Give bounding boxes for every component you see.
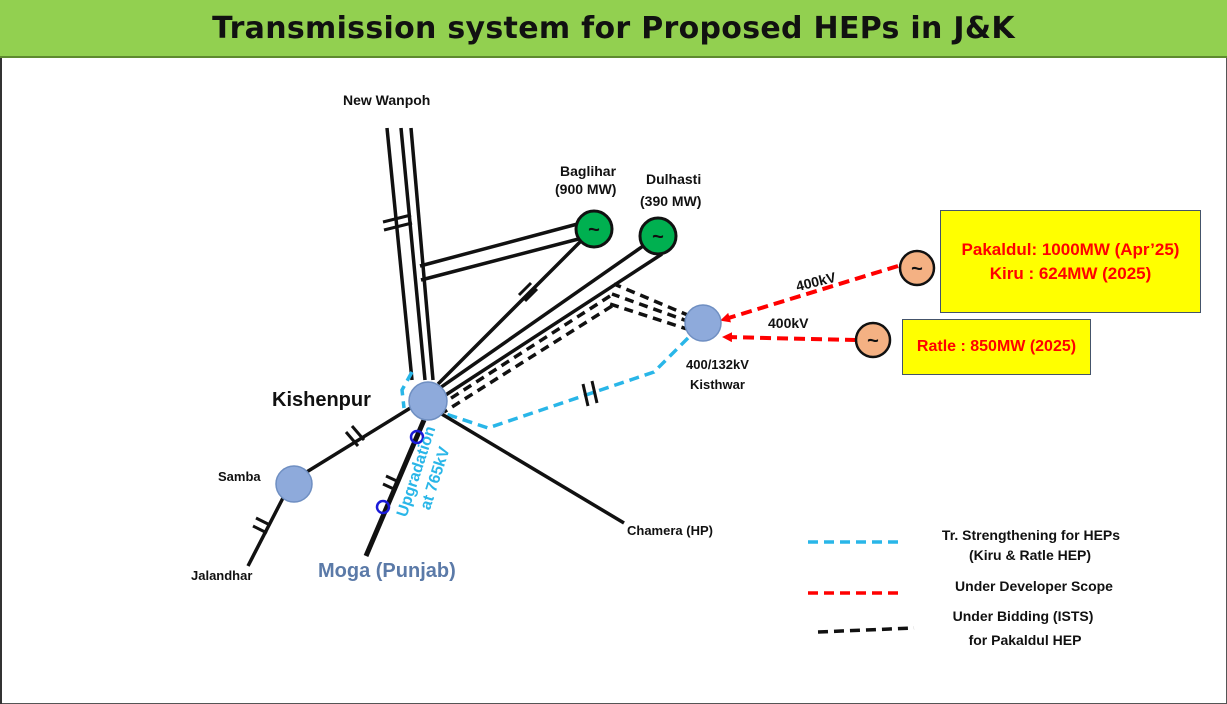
svg-text:~: ~ xyxy=(911,258,923,280)
legend-bidding-line1: Under Bidding (ISTS) xyxy=(953,608,1094,624)
upgradation-label: Upgradation at 765kV xyxy=(394,424,454,519)
page-title: Transmission system for Proposed HEPs in… xyxy=(212,10,1015,46)
kishenpur-chamera-line xyxy=(439,411,625,525)
legend-bidding-swatch xyxy=(817,626,915,634)
ratle-capacity-text: Ratle : 850MW (2025) xyxy=(916,338,1077,355)
dulhasti-capacity-label: (390 MW) xyxy=(640,193,701,209)
pakaldul-kiru-box: Pakaldul: 1000MW (Apr’25) Kiru : 624MW (… xyxy=(940,210,1201,313)
ratle-box: Ratle : 850MW (2025) xyxy=(902,319,1091,375)
pakaldul-capacity-text: Pakaldul: 1000MW (Apr’25) xyxy=(961,239,1180,259)
crossing-marks xyxy=(252,213,599,535)
upgradation-marker-bottom xyxy=(375,499,391,515)
kishenpur-label: Kishenpur xyxy=(272,389,371,411)
svg-text:~: ~ xyxy=(652,226,664,248)
chamera-label: Chamera (HP) xyxy=(627,523,713,538)
baglihar-generator-icon: ~ xyxy=(574,209,614,249)
samba-label: Samba xyxy=(218,469,261,484)
kisthwar-bidding-lines xyxy=(441,282,691,414)
legend-strengthening-line2: (Kiru & Ratle HEP) xyxy=(969,547,1091,563)
developer-scope-lines xyxy=(720,264,899,343)
lower-400kv-label: 400kV xyxy=(768,315,809,331)
dulhasti-generator-icon: ~ xyxy=(638,216,678,256)
new-wanpoh-label: New Wanpoh xyxy=(343,92,430,108)
upgradation-marker-top xyxy=(409,429,425,445)
kisthwar-voltage-label: 400/132kV xyxy=(686,357,749,372)
moga-label: Moga (Punjab) xyxy=(318,560,456,582)
kiru-capacity-text: Kiru : 624MW (2025) xyxy=(989,263,1152,283)
baglihar-name-label: Baglihar xyxy=(560,163,617,179)
dulhasti-kishenpur-double-line xyxy=(435,242,663,400)
pakaldul-kiru-generator-icon: ~ xyxy=(898,249,936,287)
ratle-generator-icon: ~ xyxy=(854,321,892,359)
title-bar: Transmission system for Proposed HEPs in… xyxy=(0,0,1227,58)
svg-text:~: ~ xyxy=(588,219,600,241)
baglihar-capacity-label: (900 MW) xyxy=(555,181,616,197)
svg-text:~: ~ xyxy=(867,330,879,352)
legend-strengthening-line1: Tr. Strengthening for HEPs xyxy=(942,527,1120,543)
jalandhar-label: Jalandhar xyxy=(191,568,252,583)
dulhasti-name-label: Dulhasti xyxy=(646,171,701,187)
left-border xyxy=(0,58,2,704)
new-wanpoh-double-line xyxy=(385,127,435,381)
legend-developer-line1: Under Developer Scope xyxy=(955,578,1113,594)
kisthwar-substation xyxy=(684,304,722,342)
kisthwar-name-label: Kisthwar xyxy=(690,377,745,392)
baglihar-tap-lines xyxy=(419,220,591,282)
strengthening-lines xyxy=(400,336,690,430)
legend-bidding-line2: for Pakaldul HEP xyxy=(969,632,1082,648)
kishenpur-substation xyxy=(408,381,448,421)
samba-substation xyxy=(275,465,313,503)
kishenpur-samba-jalandhar-line xyxy=(246,405,413,567)
baglihar-kishenpur-line xyxy=(436,238,584,386)
